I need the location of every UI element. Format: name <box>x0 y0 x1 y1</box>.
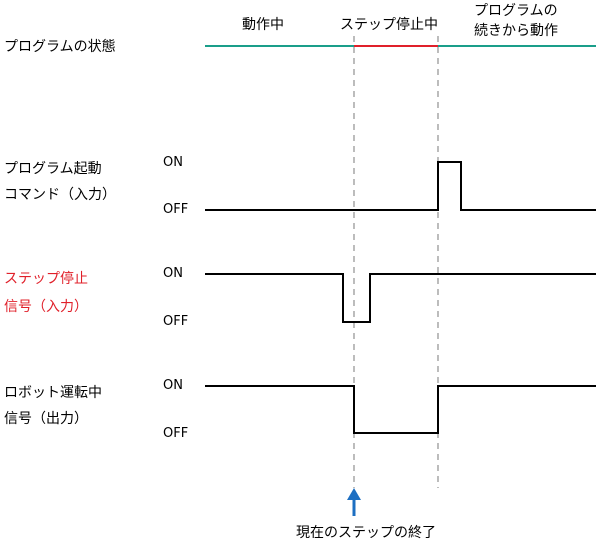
robot-running-label-line2: 信号（出力） <box>4 411 88 427</box>
program-start-waveform <box>205 161 596 211</box>
program-start-off-label: OFF <box>163 202 189 217</box>
step-stop-on-label: ON <box>163 266 183 281</box>
program-state-label: プログラムの状態 <box>4 39 116 55</box>
step-end-arrow-icon <box>347 488 361 500</box>
robot-running-on-label: ON <box>163 378 183 393</box>
robot-running-off-label: OFF <box>163 426 189 441</box>
step-stop-label-line2: 信号（入力） <box>4 299 88 315</box>
program-start-label-line1: プログラム起動 <box>4 161 102 177</box>
program-start-label-line2: コマンド（入力） <box>4 187 116 203</box>
robot-running-label-line1: ロボット運転中 <box>4 385 102 401</box>
step-stop-off-label: OFF <box>163 314 189 329</box>
phase-step-stop-label: ステップ停止中 <box>340 17 438 33</box>
step-stop-waveform <box>205 273 596 323</box>
robot-running-waveform <box>205 385 596 434</box>
phase-resume-label-line2: 続きから動作 <box>474 23 558 39</box>
phase-resume-label-line1: プログラムの <box>474 3 558 19</box>
step-stop-label-line1: ステップ停止 <box>4 271 88 287</box>
step-end-annotation: 現在のステップの終了 <box>296 525 436 541</box>
phase-running-label: 動作中 <box>242 17 284 33</box>
program-start-on-label: ON <box>163 155 183 170</box>
